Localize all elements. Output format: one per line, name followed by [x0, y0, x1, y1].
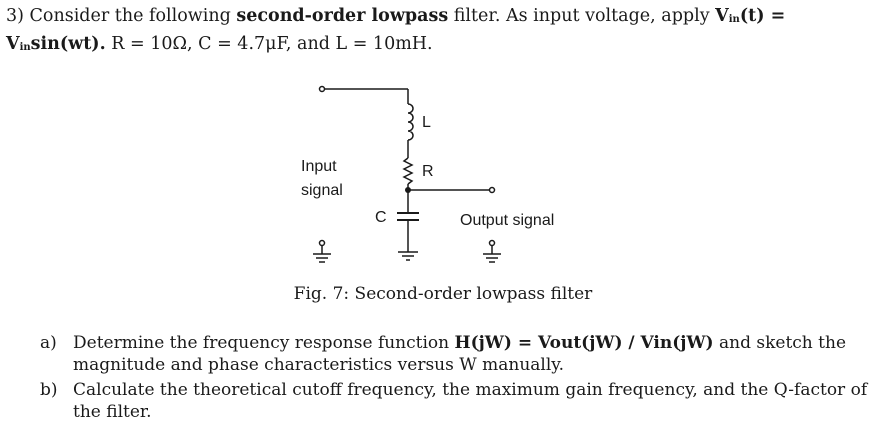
question-a: a) Determine the frequency response func…: [40, 332, 876, 376]
output-terminal-bottom: [488, 239, 496, 247]
transfer-function: H(jW) = Vout(jW) / Vin(jW): [454, 333, 714, 353]
inductor-symbol: [407, 103, 414, 141]
problem-statement: 3) Consider the following second-order l…: [6, 4, 876, 60]
question-letter: b): [40, 380, 58, 400]
vin-t: Vin(t) =: [715, 6, 786, 26]
junction-dot: [405, 187, 411, 193]
filter-type: second-order lowpass: [236, 6, 449, 26]
output-label: Output signal: [460, 212, 554, 229]
capacitor-label: C: [375, 209, 387, 226]
question-b: b) Calculate the theoretical cutoff freq…: [40, 379, 876, 423]
inductor-label: L: [422, 114, 431, 131]
input-terminal-top: [318, 85, 326, 93]
question-letter: a): [40, 333, 57, 353]
question-list: a) Determine the frequency response func…: [40, 332, 876, 426]
component-values: R = 10Ω, C = 4.7μF, and L = 10mH.: [111, 34, 433, 54]
vin-amplitude: Vinsin(wt).: [6, 34, 106, 54]
input-label-line1: Input: [301, 158, 337, 175]
output-terminal-top: [488, 186, 496, 194]
problem-mid: filter. As input voltage, apply: [453, 6, 710, 26]
resistor-symbol: [402, 157, 414, 185]
input-label-line2: signal: [301, 182, 343, 199]
resistor-label: R: [422, 163, 434, 180]
figure-caption: Fig. 7: Second-order lowpass filter: [293, 284, 593, 304]
question-text: Determine the frequency response functio…: [73, 333, 847, 375]
input-terminal-bottom: [318, 239, 326, 247]
problem-number: 3) Consider the following: [6, 6, 231, 26]
question-text: Calculate the theoretical cutoff frequen…: [73, 380, 868, 422]
